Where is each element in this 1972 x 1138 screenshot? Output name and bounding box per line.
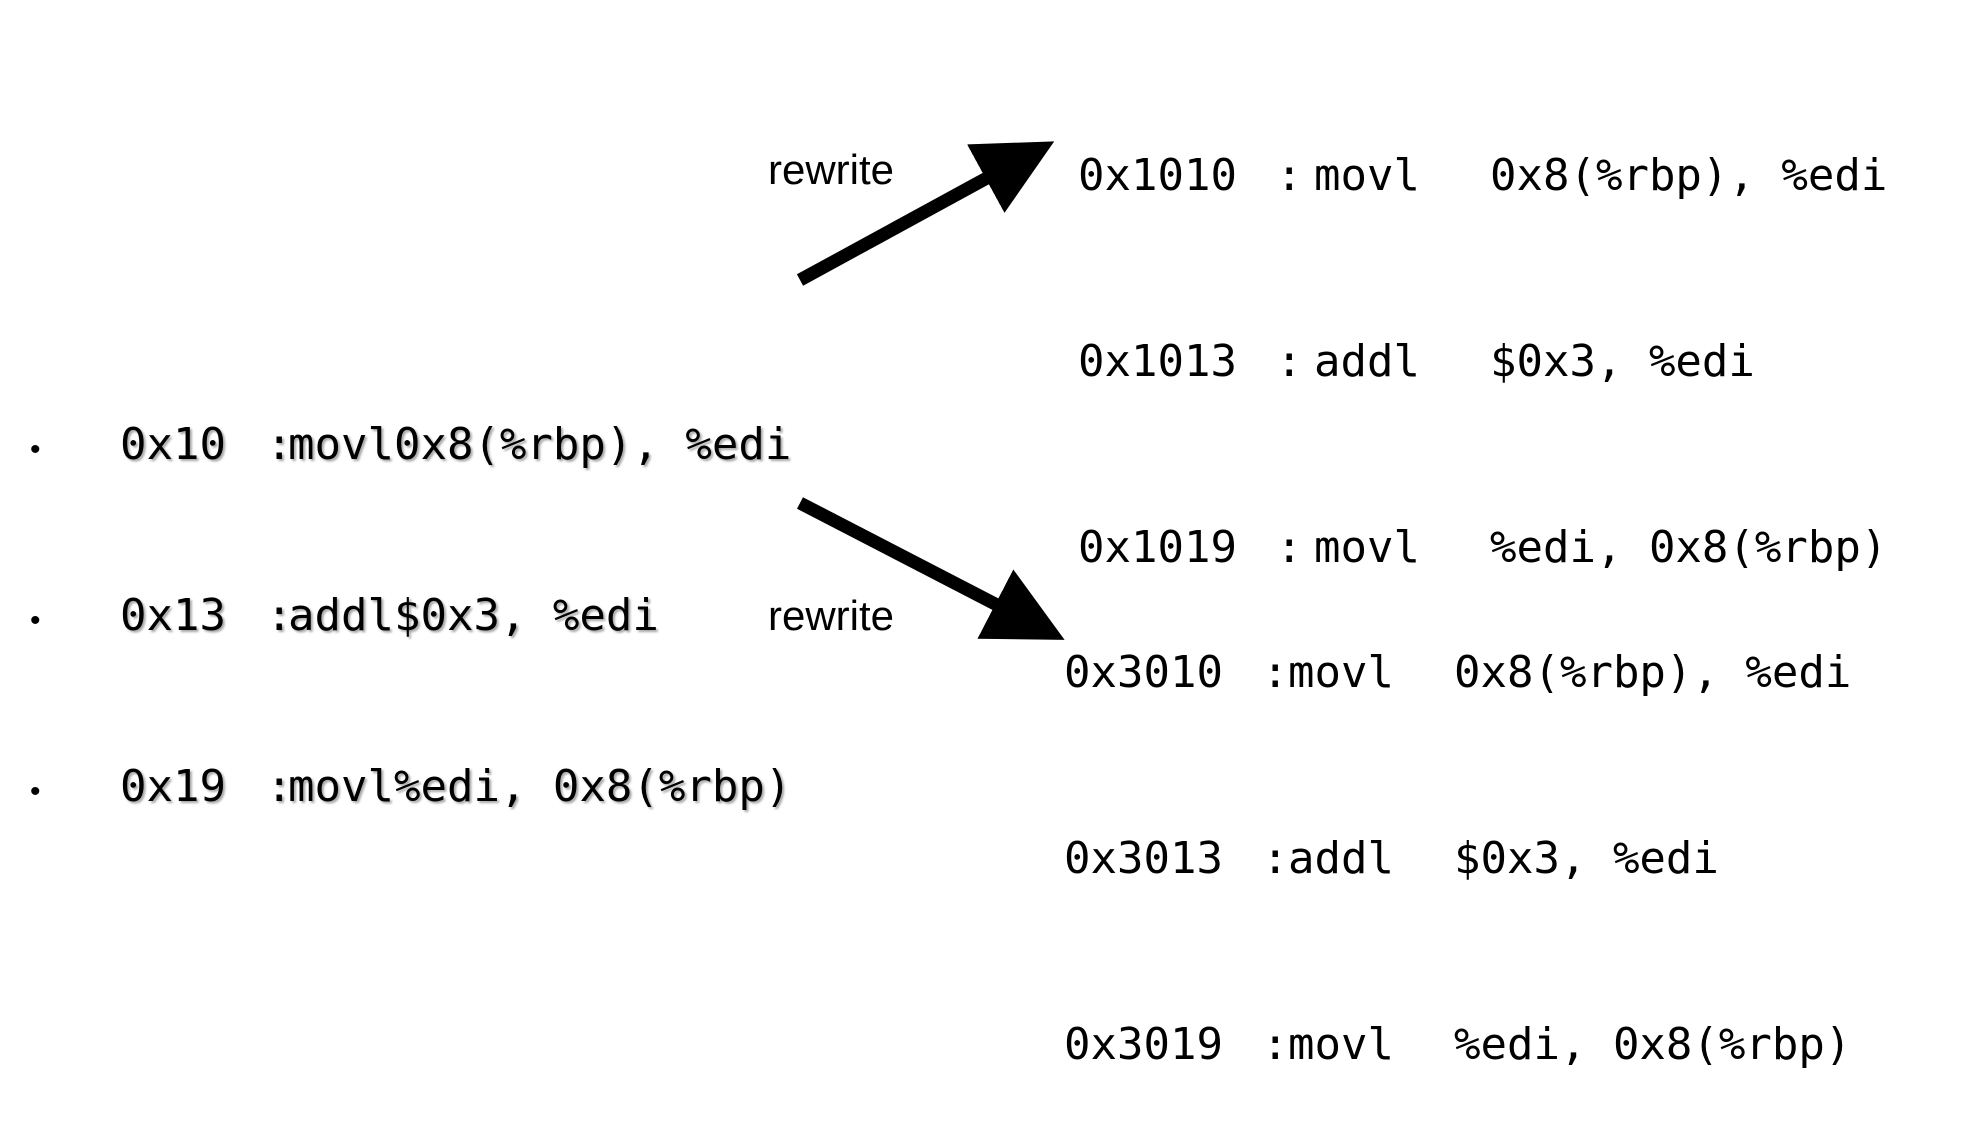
code-line: 0x3010:movl 0x8(%rbp), %edi [1064,642,1851,704]
arrow-bottom [797,497,1065,640]
separator: : [1276,336,1303,387]
opcode: movl [1288,647,1394,698]
code-line: 0x3019:movl %edi, 0x8(%rbp) [1064,1014,1851,1076]
separator: : [266,419,293,470]
operands: %edi, 0x8(%rbp) [393,761,792,812]
code-line: 0x1013:addl $0x3, %edi [1078,331,1887,393]
opcode: addl [288,590,394,641]
address: 0x1019 [1078,522,1237,573]
address: 0x1010 [1078,150,1237,201]
operands: $0x3, %edi [1490,336,1755,387]
operands: 0x8(%rbp), %edi [1490,150,1888,201]
address: 0x3013 [1064,833,1223,884]
code-line: • 0x19:movl%edi, 0x8(%rbp) [30,758,791,815]
bullet: • [30,604,41,637]
operands: $0x3, %edi [1454,833,1719,884]
bullet: • [30,433,41,466]
separator: : [266,590,293,641]
address: 0x19 [120,761,226,812]
operands: 0x8(%rbp), %edi [393,419,792,470]
separator: : [1262,647,1289,698]
rewrite-label-top: rewrite [768,146,895,193]
address: 0x3019 [1064,1019,1223,1070]
opcode: movl [1314,522,1420,573]
code-line: • 0x13:addl$0x3, %edi [30,587,791,644]
address: 0x1013 [1078,336,1237,387]
code-line: 0x1010:movl 0x8(%rbp), %edi [1078,145,1887,207]
separator: : [1262,1019,1289,1070]
operands: 0x8(%rbp), %edi [1454,647,1852,698]
address: 0x10 [120,419,226,470]
rewrite-label-bottom: rewrite [768,592,895,639]
arrow-top [796,141,1055,286]
address: 0x3010 [1064,647,1223,698]
separator: : [1276,522,1303,573]
code-line: 0x3013:addl $0x3, %edi [1064,828,1851,890]
separator: : [1262,833,1289,884]
operands: $0x3, %edi [393,590,659,641]
separator: : [266,761,293,812]
opcode: addl [1288,833,1394,884]
opcode: movl [1314,150,1420,201]
operands: %edi, 0x8(%rbp) [1490,522,1888,573]
bullet: • [30,775,41,808]
opcode: addl [1314,336,1420,387]
opcode: movl [1288,1019,1394,1070]
opcode: movl [288,761,394,812]
operands: %edi, 0x8(%rbp) [1454,1019,1852,1070]
address: 0x13 [120,590,226,641]
code-line: 0x1019:movl %edi, 0x8(%rbp) [1078,517,1887,579]
separator: : [1276,150,1303,201]
opcode: movl [288,419,394,470]
rewrite-arrows [796,141,1065,640]
